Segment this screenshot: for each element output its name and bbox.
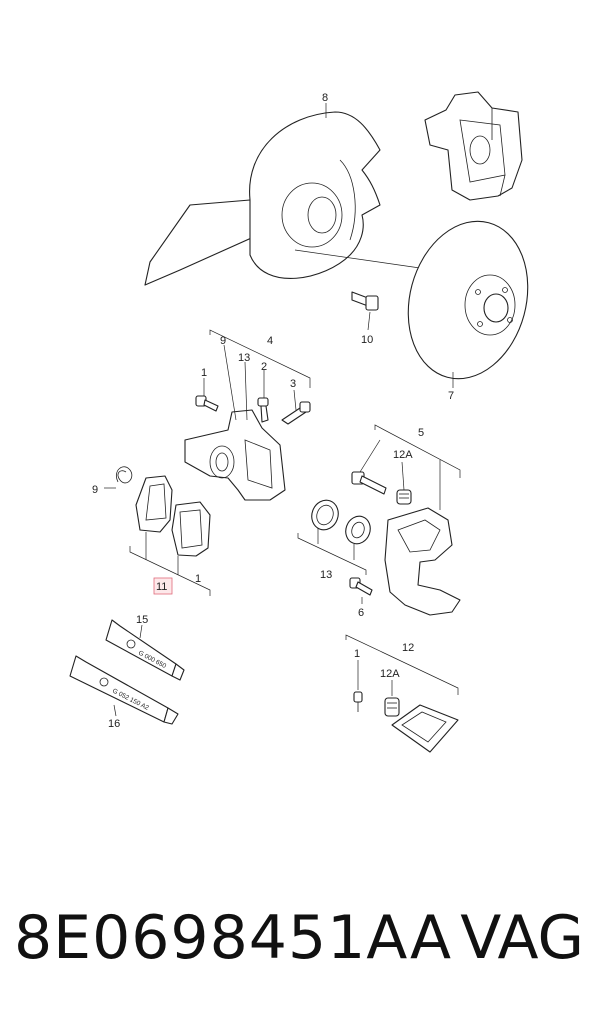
callout-8: 8	[322, 92, 328, 104]
callout-1-kit: 1	[354, 648, 360, 660]
callout-6: 6	[358, 607, 364, 619]
bleed-screw-drawing	[257, 397, 269, 423]
caliper-drawing	[184, 409, 286, 501]
bolt-6-drawing	[349, 577, 373, 596]
callout-13-caliper: 13	[238, 352, 250, 364]
brake-pads-drawing	[135, 475, 211, 557]
callout-5: 5	[418, 427, 424, 439]
guide-bolt-3-drawing	[281, 401, 311, 425]
callout-3: 3	[290, 378, 296, 390]
repair-kit-drawing	[353, 691, 459, 753]
part-number: 8E0698451AA	[14, 903, 453, 973]
grease-tube-15-drawing: G 000 650	[105, 619, 185, 681]
leader-lines	[104, 103, 461, 717]
carrier-bolt-drawing	[351, 471, 387, 495]
callout-12: 12	[402, 642, 414, 654]
bolt-1-drawing	[195, 395, 219, 412]
callout-2: 2	[261, 361, 267, 373]
callout-15: 15	[136, 614, 148, 626]
callout-4: 4	[267, 335, 273, 347]
callout-7: 7	[448, 390, 454, 402]
callout-1-pads: 1	[195, 573, 201, 585]
carrier-bracket-drawing	[384, 507, 461, 616]
spring-drawing	[116, 466, 133, 484]
callout-9-spring: 9	[92, 484, 98, 496]
callout-11: 11	[156, 581, 167, 593]
callout-12a-top: 12A	[393, 449, 413, 461]
caliper-housing-top-drawing	[424, 91, 523, 201]
sleeve-12a-top-drawing	[396, 489, 412, 505]
caption-bar: 8E0698451AA VAG	[14, 893, 594, 983]
callout-16: 16	[108, 718, 120, 730]
brand-label: VAG	[460, 903, 584, 973]
callout-9-caliper: 9	[220, 335, 226, 347]
callout-12a-bottom: 12A	[380, 668, 400, 680]
callout-10: 10	[361, 334, 373, 346]
seal-rings-drawing	[311, 499, 371, 545]
highlight-box-11	[153, 577, 173, 595]
callout-13-seals: 13	[320, 569, 332, 581]
callouts: 8 10 7 9 4 13 2 1 3 5 12A 9 1 11 13 6 15…	[92, 92, 454, 730]
parts-diagram: G 000 650 G 052 150 A2	[69, 91, 529, 753]
callout-1-upper: 1	[201, 367, 207, 379]
backing-plate-drawing	[144, 111, 421, 286]
bolt-10-drawing	[351, 291, 379, 331]
brake-disc-drawing	[407, 220, 529, 380]
